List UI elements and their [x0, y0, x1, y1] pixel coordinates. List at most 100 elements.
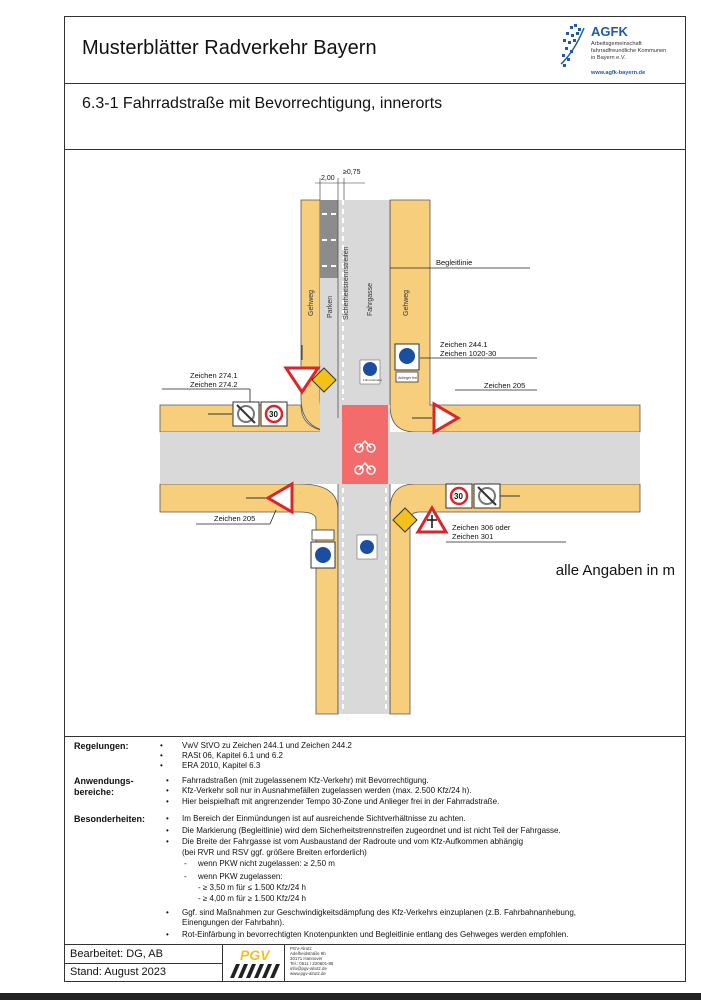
header — [64, 16, 686, 84]
section-divider — [64, 736, 686, 737]
bullet-icon: • — [166, 776, 169, 785]
callout-lines — [162, 267, 566, 543]
label-sicherheitstrennstreifen: Sicherheitstrennstreifen — [343, 246, 350, 320]
agfk-logo-line: in Bayern e.V. — [591, 55, 626, 61]
list-item: wenn PKW nicht zugelassen: ≥ 2,50 m — [198, 859, 335, 868]
callout-zeichen-244-1: Zeichen 244.1 — [440, 340, 488, 349]
list-item: - ≥ 3,50 m für ≤ 1.500 Kfz/24 h — [198, 883, 306, 892]
bullet-icon: • — [166, 814, 169, 823]
nw-sign-group — [283, 345, 337, 395]
pgv-line: www.pgv-alrutz.de — [290, 971, 326, 976]
parking-lane — [320, 200, 338, 278]
page-frame — [64, 16, 686, 982]
callout-zeichen-1020-30: Zeichen 1020-30 — [440, 349, 496, 358]
footer — [64, 944, 686, 982]
red-priority-area — [342, 405, 388, 484]
agfk-logo-line: Arbeitsgemeinschaft — [591, 41, 642, 47]
callout-begleitlinie: Begleitlinie — [436, 258, 472, 267]
units-note: alle Angaben in m — [555, 562, 675, 579]
e-sign-group: 30 — [445, 483, 520, 509]
bullet-icon: • — [160, 751, 163, 760]
bicycle-symbol — [354, 439, 376, 475]
bullet-icon: • — [160, 761, 163, 770]
fahrradstrasse-marking-south — [356, 534, 378, 560]
bullet-icon: • — [166, 826, 169, 835]
agfk-logo-url: www.agfk-bayern.de — [591, 70, 646, 76]
priority-road-sign-south-icon — [392, 507, 418, 533]
zusatz-sign-icon — [395, 371, 419, 383]
list-item: Rot-Einfärbung in bevorrechtigten Knoten… — [182, 930, 569, 939]
zusatz-text: Anlieger frei — [398, 376, 417, 380]
se-sign-group — [392, 505, 449, 534]
bullet-icon: • — [166, 797, 169, 806]
footer-divider — [222, 944, 223, 982]
sw-yield-group — [246, 481, 294, 515]
dash-icon: - — [184, 872, 187, 881]
list-item: Kfz-Verkehr soll nur in Ausnahmefällen z… — [182, 786, 472, 795]
page-subtitle: 6.3-1 Fahrradstraße mit Bevorrechtigung,… — [82, 95, 443, 112]
ne-yield-group — [412, 401, 461, 435]
footer-bearbeitet: Bearbeitet: DG, AB — [70, 948, 163, 960]
ne-sign-group: Anlieger frei — [394, 343, 420, 383]
yield-sign-icon — [283, 366, 321, 395]
footer-divider — [64, 963, 222, 964]
zone-30-speed: 30 — [269, 410, 278, 419]
list-item: Fahrradstraßen (mit zugelassenem Kfz-Ver… — [182, 776, 429, 785]
pgv-logo: PGV — [230, 947, 280, 978]
list-item: ERA 2010, Kapitel 6.3 — [182, 761, 261, 770]
sidewalk-areas — [159, 199, 641, 715]
bullet-icon: • — [166, 930, 169, 939]
bullet-icon: • — [166, 786, 169, 795]
callout-zeichen-205-left: Zeichen 205 — [214, 514, 255, 523]
pgv-line: 30171 Hannover — [290, 956, 323, 961]
pgv-line: info@pgv-alrutz.de — [290, 966, 327, 971]
w-sign-group: 30 — [208, 401, 288, 427]
priority-road-sign-icon — [311, 367, 337, 393]
zusatz-sign-south-icon — [311, 529, 335, 541]
bullet-icon: • — [160, 741, 163, 750]
list-item: VwV StVO zu Zeichen 244.1 und Zeichen 24… — [182, 741, 352, 750]
section-label-anwendung-2: bereiche: — [74, 787, 115, 797]
callout-zeichen-205-right: Zeichen 205 — [484, 381, 525, 390]
road-cross — [160, 432, 640, 484]
pgv-logo-text: PGV — [240, 947, 271, 963]
section-label-regelungen: Regelungen: — [74, 741, 129, 751]
s-sign-group — [310, 529, 336, 569]
zone-30-speed-east: 30 — [454, 492, 463, 501]
list-item: - ≥ 4,00 m für ≥ 1.500 Kfz/24 h — [198, 894, 306, 903]
footer-divider — [284, 944, 285, 982]
section-label-anwendung: Anwendungs- — [74, 776, 134, 786]
pgv-line: Tel.: 0511 / 220601-88 — [290, 961, 334, 966]
section-label-besonderheiten: Besonderheiten: — [74, 814, 146, 824]
bullet-icon: • — [166, 908, 169, 917]
pgv-line: Adelheidstraße 9b — [290, 951, 326, 956]
sidewalk-se — [389, 483, 641, 715]
sidewalk-ne — [389, 199, 641, 433]
page-title: Musterblätter Radverkehr Bayern — [82, 37, 377, 59]
list-item: Im Bereich der Einmündungen ist auf ausr… — [182, 814, 466, 823]
callout-zeichen-301: Zeichen 301 — [452, 532, 493, 541]
bullet-icon: • — [166, 837, 169, 846]
agfk-logo-abbr: AGFK — [591, 24, 628, 39]
road-south — [338, 484, 390, 714]
list-item: wenn PKW zugelassen: — [198, 872, 283, 881]
marking-north-text: Fahrradstraße — [363, 378, 382, 382]
dim-left-label: 2,00 — [321, 175, 335, 182]
dim-right-label: ≥0,75 — [343, 169, 361, 176]
list-item: Ggf. sind Maßnahmen zur Geschwindigkeits… — [182, 908, 576, 917]
list-item: (bei RVR und RSV ggf. größere Breiten er… — [182, 848, 367, 857]
list-item: Die Breite der Fahrgasse ist vom Ausbaus… — [182, 837, 524, 846]
intersection-drawing: 2,00 ≥0,75 Gehweg Parken Sicherheitstren… — [159, 169, 641, 715]
yield-sign-east-icon — [432, 401, 461, 435]
dash-icon: - — [184, 859, 187, 868]
fahrradstrasse-marking-north: Fahrradstraße — [359, 359, 382, 385]
yield-sign-west-icon — [265, 481, 294, 515]
list-item: RASt 06, Kapitel 6.1 und 6.2 — [182, 751, 283, 760]
subtitle-box — [64, 84, 686, 150]
bottom-bar — [0, 993, 701, 1000]
list-item: Einengungen der Fahrbahn). — [182, 918, 285, 927]
agfk-logo-icon — [560, 24, 585, 67]
footer-stand: Stand: August 2023 — [70, 966, 167, 978]
sidewalk-sw — [159, 483, 339, 715]
agfk-logo: AGFK Arbeitsgemeinschaft fahrradfreundli… — [560, 22, 682, 80]
